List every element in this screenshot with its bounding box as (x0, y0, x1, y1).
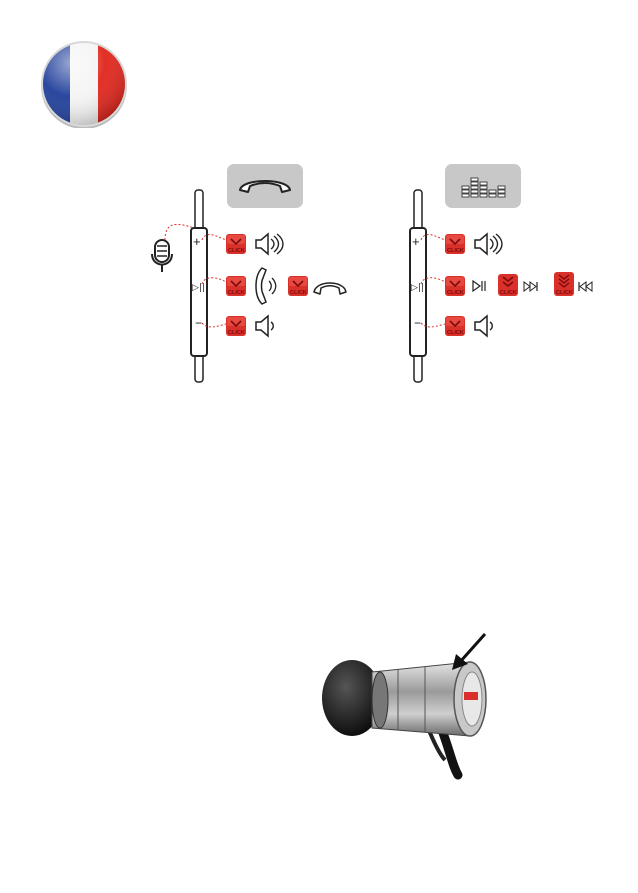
france-flag-icon (40, 40, 128, 128)
svg-text:CLICK: CLICK (228, 330, 245, 336)
minus-button-label: − (195, 316, 202, 330)
svg-text:CLICK: CLICK (290, 290, 307, 296)
microphone-icon (152, 240, 172, 272)
click-label: CLICK (228, 248, 245, 254)
volume-down-icon (256, 316, 273, 336)
remote-control-diagram: + ▷|| − CLICK CLICK (130, 158, 610, 388)
svg-text:CLICK: CLICK (556, 290, 573, 296)
svg-text:CLICK: CLICK (447, 248, 464, 254)
volume-up-icon (256, 234, 283, 254)
svg-text:CLICK: CLICK (447, 330, 464, 336)
call-controls-panel: + ▷|| − CLICK CLICK (152, 164, 346, 382)
svg-text:−: − (414, 316, 421, 330)
svg-text:▷||: ▷|| (411, 283, 424, 293)
volume-down-icon (475, 316, 492, 336)
volume-up-icon (475, 234, 502, 254)
answer-call-icon (256, 268, 276, 304)
hang-up-icon (314, 283, 346, 294)
play-pause-icon (473, 281, 485, 291)
next-track-icon (524, 282, 537, 291)
music-controls-panel: + ▷|| − CLICK CLICK CLICK (410, 164, 592, 382)
svg-text:+: + (412, 234, 420, 249)
svg-text:CLICK: CLICK (228, 290, 245, 296)
plus-button-label: + (193, 234, 201, 249)
play-button-label: ▷|| (192, 283, 205, 293)
earphone-photo (300, 630, 500, 790)
call-header-badge (227, 164, 303, 208)
previous-track-icon (579, 282, 592, 291)
svg-text:CLICK: CLICK (500, 290, 517, 296)
svg-text:CLICK: CLICK (447, 290, 464, 296)
